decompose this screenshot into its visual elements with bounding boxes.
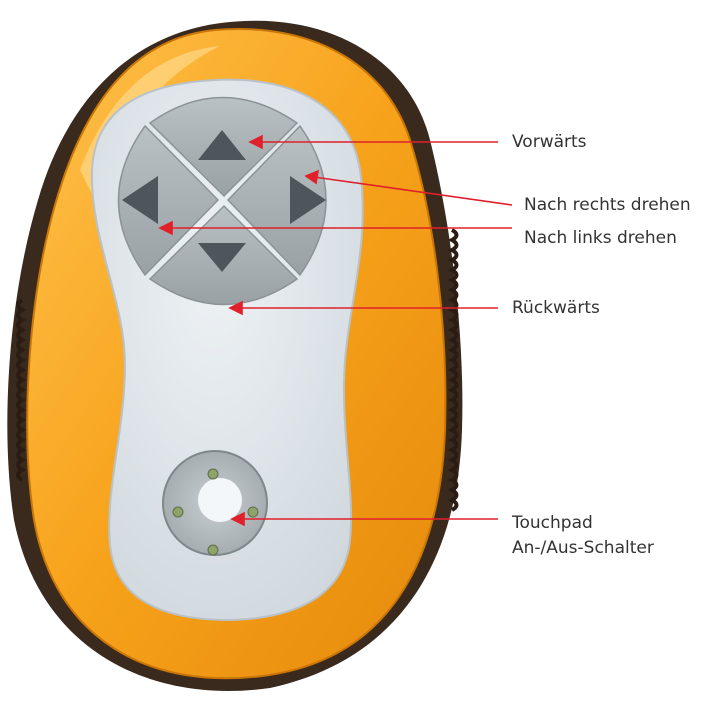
led-left bbox=[173, 507, 183, 517]
touchpad-center[interactable] bbox=[198, 478, 242, 522]
label-backward: Rückwärts bbox=[512, 298, 600, 318]
led-bottom bbox=[208, 545, 218, 555]
touchpad-button[interactable] bbox=[163, 451, 267, 555]
label-touchpad: Touchpad bbox=[512, 513, 593, 533]
led-top bbox=[208, 469, 218, 479]
label-touchpad-switch: An-/Aus-Schalter bbox=[512, 538, 654, 558]
label-turn-left: Nach links drehen bbox=[524, 228, 677, 248]
label-turn-right: Nach rechts drehen bbox=[524, 195, 691, 215]
led-right bbox=[248, 507, 258, 517]
label-forward: Vorwärts bbox=[512, 132, 587, 152]
